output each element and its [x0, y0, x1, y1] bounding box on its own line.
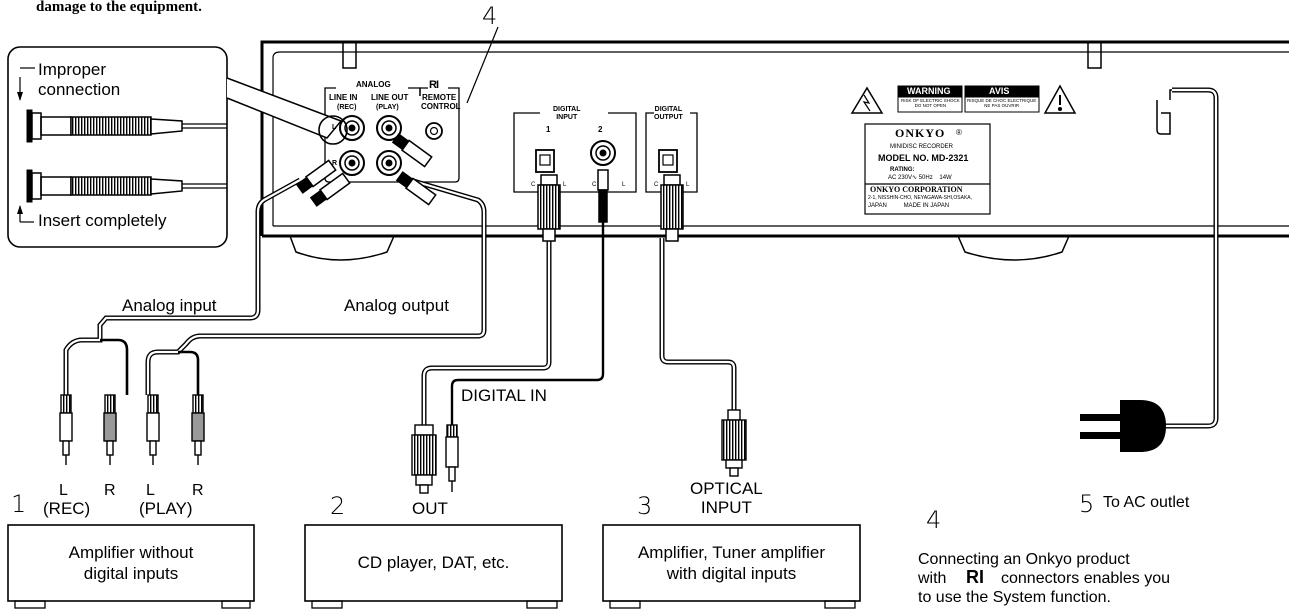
box-amp-digital — [602, 524, 861, 602]
note-ri-logo: RI — [966, 567, 984, 587]
coax-c-1: C — [531, 182, 536, 188]
plate-product: MINIDISC RECORDER — [890, 144, 954, 150]
note-line-1: Connecting an Onkyo product — [918, 551, 1130, 568]
callout-2: 2 — [330, 492, 346, 520]
inset-improper-label: Improper connection — [38, 60, 121, 100]
box-cd-player-label: CD player, DAT, etc. — [357, 553, 510, 573]
play-label: (PLAY) — [139, 499, 193, 518]
inset-insert-label: Insert completely — [38, 211, 167, 230]
avis-sub-text: RISQUE DE CHOC ELECTRIQUE NE PAS OUVRIR — [967, 98, 1037, 109]
warning-sub-text: RISK OF ELECTRIC SHOCK DO NOT OPEN — [901, 98, 960, 109]
panel-rca-plugs — [295, 133, 437, 207]
avis-label-text: AVIS — [989, 86, 1010, 96]
coax-l-3: L — [686, 182, 690, 188]
panel-analog-label: ANALOG — [356, 80, 391, 89]
coax-c-2: C — [592, 182, 597, 188]
panel-digital-output-label: DIGITAL OUTPUT — [654, 106, 683, 121]
note-line-3: to use the System function. — [918, 589, 1111, 606]
coax-c-3: C — [654, 182, 659, 188]
ac-plug — [1080, 400, 1166, 452]
warning-label-text: WARNING — [907, 86, 951, 96]
plug-r-rec: R — [104, 482, 116, 499]
coax-l-1: L — [563, 182, 567, 188]
plate-country: JAPAN MADE IN JAPAN — [868, 203, 950, 209]
analog-input-label: Analog input — [122, 296, 217, 315]
amp3-optical-plug — [721, 409, 747, 477]
plate-rating-value: AC 230V∿ 50Hz 14W — [888, 175, 952, 181]
ac-outlet-label: To AC outlet — [1103, 494, 1190, 511]
out-label: OUT — [412, 499, 448, 518]
jack-l-label: L — [332, 124, 337, 131]
digital-in-label: DIGITAL IN — [461, 386, 547, 405]
plate-rating: RATING: — [890, 167, 915, 173]
plate-reg: ® — [956, 128, 962, 137]
amp1-rca-plugs — [59, 394, 205, 465]
panel-digital-plugs — [537, 169, 684, 242]
component-boxes — [7, 524, 861, 609]
analog-section-frame — [324, 87, 460, 183]
panel-play-label: (PLAY) — [376, 104, 399, 111]
callout-5: 5 — [1079, 490, 1095, 518]
panel-digital-input-label: DIGITAL INPUT — [553, 106, 581, 121]
panel-di-1: 1 — [546, 125, 551, 134]
panel-di-2: 2 — [598, 125, 603, 134]
rating-plate — [864, 123, 991, 215]
amp2-plugs — [411, 424, 459, 494]
note-line-2-end: connectors enables you — [1001, 570, 1170, 587]
plate-model: MODEL NO. MD-2321 — [878, 153, 969, 163]
box-cd-player — [304, 524, 563, 602]
box-amplifier — [7, 524, 255, 602]
recorder-rear-panel — [260, 40, 1289, 261]
callout-3: 3 — [637, 492, 653, 520]
panel-rec-label: (REC) — [337, 104, 357, 111]
coax-l-2: L — [622, 182, 626, 188]
analog-jacks — [339, 115, 443, 176]
warning-triangles — [850, 84, 1077, 114]
plug-l-play: L — [146, 482, 155, 499]
panel-line-in-label: LINE IN — [329, 93, 358, 102]
panel-control-label: CONTROL — [421, 102, 461, 111]
cables — [63, 87, 1219, 429]
box-amp-digital-label: Amplifier, Tuner amplifier with digital … — [637, 542, 826, 583]
callout-4-note: 4 — [926, 506, 942, 534]
box-amplifier-label: Amplifier without digital inputs — [68, 542, 194, 583]
plate-corp: ONKYO CORPORATION — [870, 185, 963, 194]
panel-ri-logo: RI — [429, 79, 439, 91]
rec-label: (REC) — [43, 499, 91, 518]
optical-input-label: OPTICAL INPUT — [690, 479, 763, 517]
callout-1: 1 — [11, 490, 27, 518]
plate-brand: ONKYO — [895, 126, 946, 140]
ac-cord-grommet — [1156, 89, 1186, 135]
digital-jacks — [535, 140, 678, 173]
plate-address: 2-1, NISSHIN-CHO, NEYAGAWA-SHI,OSAKA, — [868, 195, 972, 201]
panel-remote-label: REMOTE — [422, 93, 457, 102]
plug-l-rec: L — [59, 482, 68, 499]
callout-4-top: 4 — [482, 2, 498, 30]
header-warning-text: damage to the equipment. — [36, 0, 202, 15]
jack-r-label: R — [332, 160, 338, 167]
warning-labels — [897, 85, 1040, 113]
inset-box — [7, 46, 348, 248]
analog-output-label: Analog output — [344, 296, 449, 315]
panel-line-out-label: LINE OUT — [371, 93, 409, 102]
plug-r-play: R — [192, 482, 204, 499]
note-line-2-start: with — [918, 570, 947, 587]
